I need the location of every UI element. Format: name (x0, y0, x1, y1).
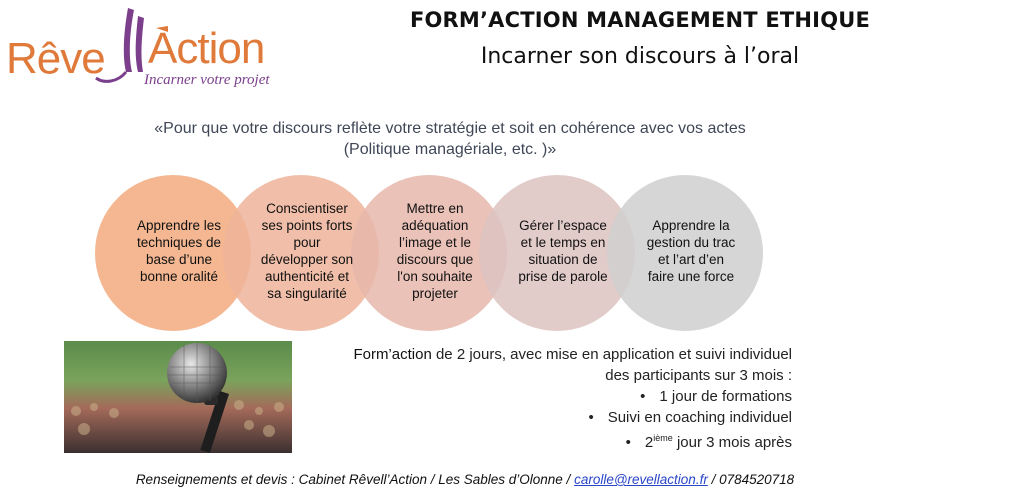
quote-line-2: (Politique managériale, etc. )» (343, 141, 557, 158)
step-label-line: base d’une (145, 252, 213, 267)
description-line-1-rest: de 2 jours, avec mise en application et … (431, 346, 792, 363)
step-label-line: l’image et le (398, 235, 472, 250)
quote: «Pour que votre discours reflète votre s… (100, 118, 800, 160)
quote-line-1: «Pour que votre discours reflète votre s… (154, 120, 746, 137)
step-label-line: ses points forts (261, 218, 353, 233)
step-label-line: techniques de (136, 235, 222, 250)
microphone-photo (64, 341, 292, 453)
step-label-line: l'on souhaite (397, 269, 473, 284)
step-label-line: développer son (260, 252, 354, 267)
step-label-5: Apprendre la gestion du trac et l’art d’en… (636, 217, 746, 285)
logo-word-action: Action (148, 24, 265, 73)
footer-prefix: Renseignements et devis : Cabinet Rêvell… (135, 472, 575, 487)
step-label-line: pour (293, 235, 321, 250)
description-bullets: • 1 jour de formations • Suivi en coaching … (300, 386, 792, 453)
step-label-line: Mettre en (406, 201, 464, 216)
logo: Rêve Action Incarner votre projet (0, 0, 300, 100)
step-label-2: Conscientiser ses points forts pour dévelop… (252, 200, 362, 302)
step-label-line: Conscientiser (266, 201, 348, 216)
logo-word-reve: Rêve (6, 34, 106, 83)
description-bullet: • 1 jour de formations (300, 386, 792, 407)
bullet-superscript: ième (653, 433, 673, 443)
bullet-dot-icon: • (625, 434, 631, 451)
step-label-line: et l’art d’en (657, 252, 725, 267)
bullet-text-rest: jour 3 mois après (672, 434, 792, 451)
description-bullet: • Suivi en coaching individuel (300, 407, 792, 428)
step-label-1: Apprendre les techniques de base d’une bonn… (124, 217, 234, 285)
logo-tagline: Incarner votre projet (144, 72, 270, 88)
step-label-line: bonne oralité (139, 269, 219, 284)
logo-flourish-icon (95, 8, 168, 83)
page-title: FORM’ACTION MANAGEMENT ETHIQUE (409, 8, 871, 32)
step-label-line: sa singularité (267, 286, 347, 301)
step-label-line: et le temps en (520, 235, 606, 250)
step-label-line: authenticité et (264, 269, 350, 284)
step-label-line: situation de (528, 252, 598, 267)
step-label-line: Gérer l’espace (519, 218, 607, 233)
step-label-3: Mettre en adéquation l’image et le discours… (380, 200, 490, 302)
footer-contact: Renseignements et devis : Cabinet Rêvell… (0, 472, 930, 487)
microphone-icon (64, 341, 292, 453)
bullet-dot-icon: • (640, 388, 646, 405)
description-line-2: des participants sur 3 mois : (605, 367, 792, 384)
bullet-text: Suivi en coaching individuel (607, 409, 792, 426)
description-lead: Form’action (353, 346, 432, 363)
email-link[interactable]: carolle@revellaction.fr (574, 472, 708, 487)
training-description: Form’action de 2 jours, avec mise en app… (300, 344, 792, 453)
step-label-4: Gérer l’espace et le temps en situation de… (508, 217, 618, 285)
step-label-line: Apprendre les (136, 218, 222, 233)
description-line-1: Form’action de 2 jours, avec mise en app… (300, 344, 792, 365)
description-bullet: • 2ième jour 3 mois après (300, 428, 792, 453)
bullet-text: 2 (644, 434, 654, 451)
step-label-line: prise de parole (518, 269, 608, 284)
step-label-line: adéquation (401, 218, 469, 233)
step-label-line: gestion du trac (646, 235, 736, 250)
bullet-text: 1 jour de formations (659, 388, 792, 405)
footer-suffix: / 0784520718 (707, 472, 795, 487)
step-label-line: discours que (396, 252, 474, 267)
step-label-line: projeter (412, 286, 458, 301)
page-subtitle: Incarner son discours à l’oral (480, 44, 800, 69)
bullet-dot-icon: • (588, 409, 594, 426)
step-label-line: Apprendre la (652, 218, 730, 233)
step-label-line: faire une force (647, 269, 735, 284)
